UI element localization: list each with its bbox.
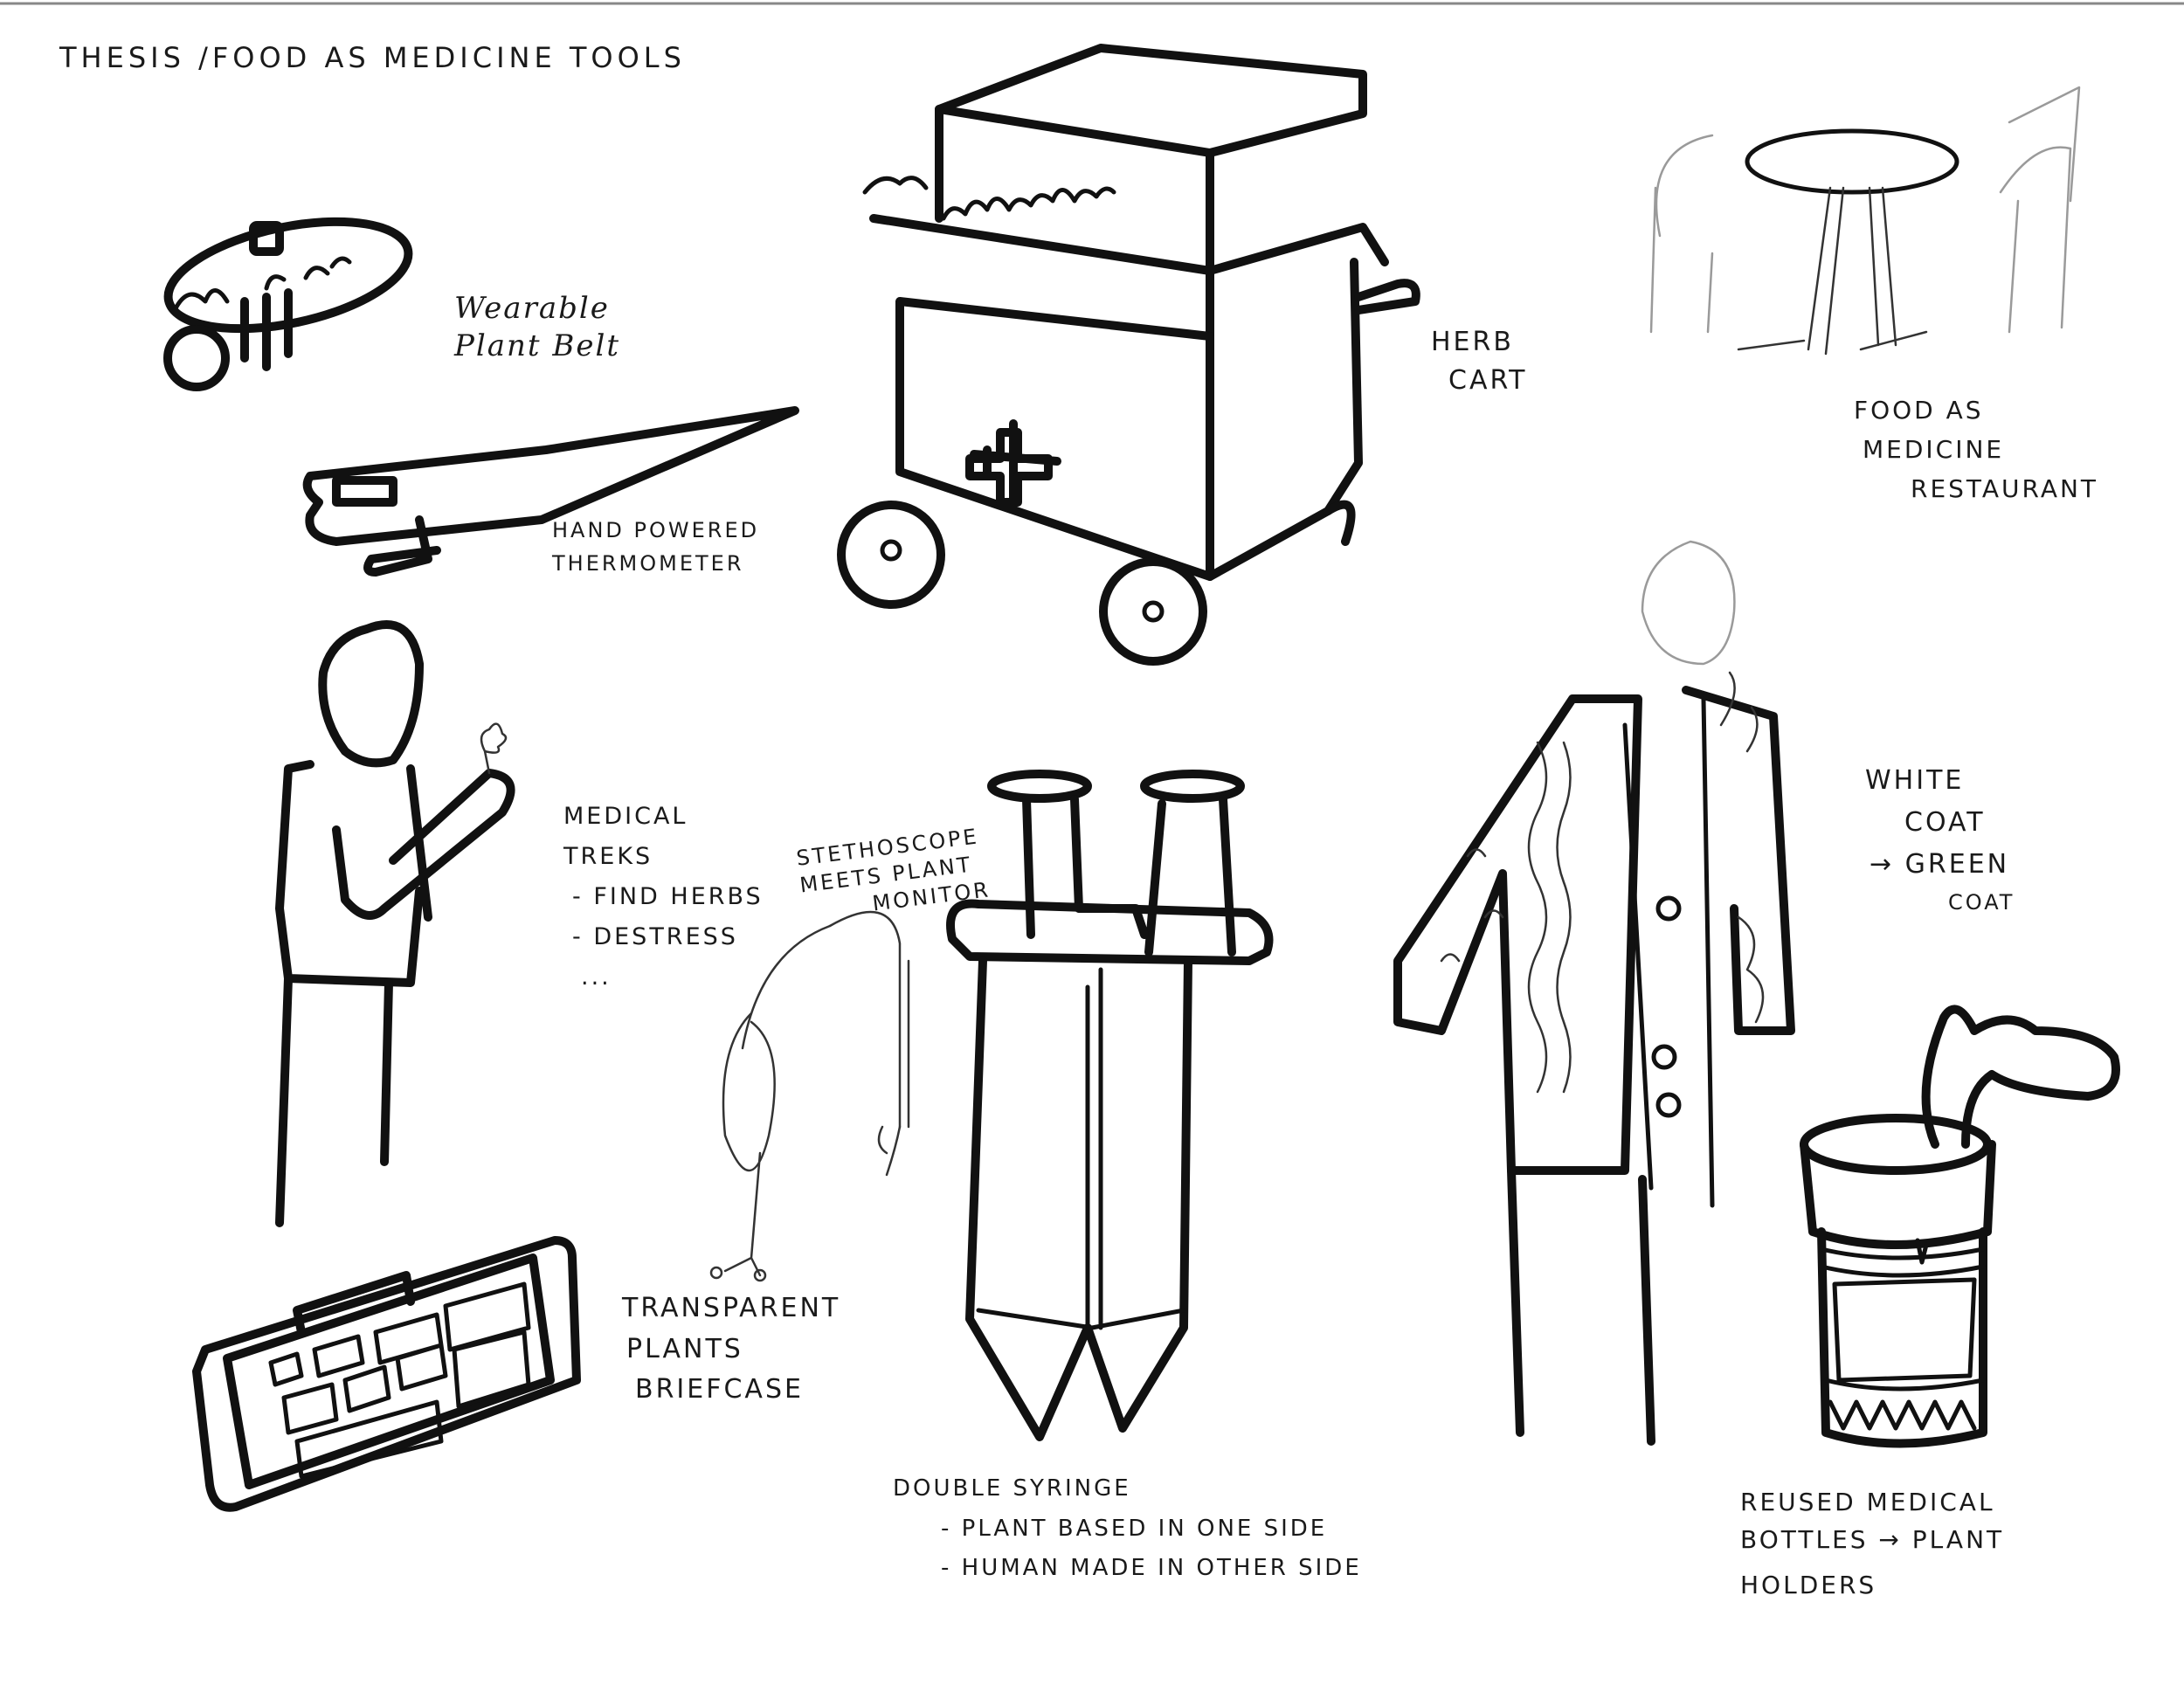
label-line: HOLDERS [1740,1570,1877,1599]
label-line: TRANSPARENT [622,1293,841,1323]
label-line: DOUBLE SYRINGE [893,1475,1131,1502]
label-restaurant: FOOD AS MEDICINE RESTAURANT [1854,391,2098,508]
label-line: HAND POWERED [552,518,760,542]
label-line: - HUMAN MADE IN OTHER SIDE [941,1555,1362,1581]
label-line: BRIEFCASE [635,1374,804,1405]
label-line: BOTTLES → PLANT [1740,1525,2005,1555]
stethoscope-sketch [709,910,910,1282]
green-coat-sketch [1393,540,1795,1446]
label-herb-cart: HERB CART [1431,323,1527,399]
label-line: TREKS [563,842,653,870]
label-line: Plant Belt [454,328,621,363]
restaurant-sketch [1649,86,2081,356]
label-line: REUSED MEDICAL [1740,1488,1995,1516]
plant-belt-sketch [163,217,413,391]
label-line: MEDICINE [1863,434,2005,464]
label-briefcase: TRANSPARENT PLANTS BRIEFCASE [622,1288,840,1411]
label-line: → GREEN [1870,849,2010,880]
label-line: RESTAURANT [1911,473,2099,503]
label-line: WHITE [1865,765,1965,796]
bottle-sketch [1800,1005,2120,1448]
label-white-coat: WHITE COAT → GREEN COAT [1865,760,2015,919]
label-line: CART [1448,364,1528,396]
herb-cart-sketch [837,44,1420,666]
label-line: Wearable [454,291,610,326]
double-syringe-sketch [946,770,1274,1441]
page-title: THESIS /FOOD AS MEDICINE TOOLS [59,41,686,74]
label-line: - FIND HERBS [572,882,764,910]
label-line: PLANTS [626,1333,743,1364]
label-line: COAT [1948,890,2015,915]
medical-treks-sketch [275,620,515,1227]
briefcase-sketch [192,1236,581,1512]
label-line: ... [581,963,612,991]
label-double-syringe: DOUBLE SYRINGE - PLANT BASED IN ONE SIDE… [893,1469,1362,1589]
thermometer-sketch [302,406,799,577]
label-bottles: REUSED MEDICAL BOTTLES → PLANT HOLDERS [1740,1483,2004,1604]
label-thermometer: HAND POWERED THERMOMETER [552,514,759,581]
label-medical-treks: MEDICAL TREKS - FIND HERBS - DESTRESS ..… [563,797,764,997]
label-line: FOOD AS [1854,396,1984,425]
label-line: - PLANT BASED IN ONE SIDE [941,1515,1328,1542]
label-line: THERMOMETER [552,551,744,577]
label-line: MEDICAL [563,803,688,830]
label-line: COAT [1904,807,1986,838]
label-plant-belt: Wearable Plant Belt [454,290,620,364]
label-line: - DESTRESS [572,922,738,950]
label-line: HERB [1431,327,1514,357]
